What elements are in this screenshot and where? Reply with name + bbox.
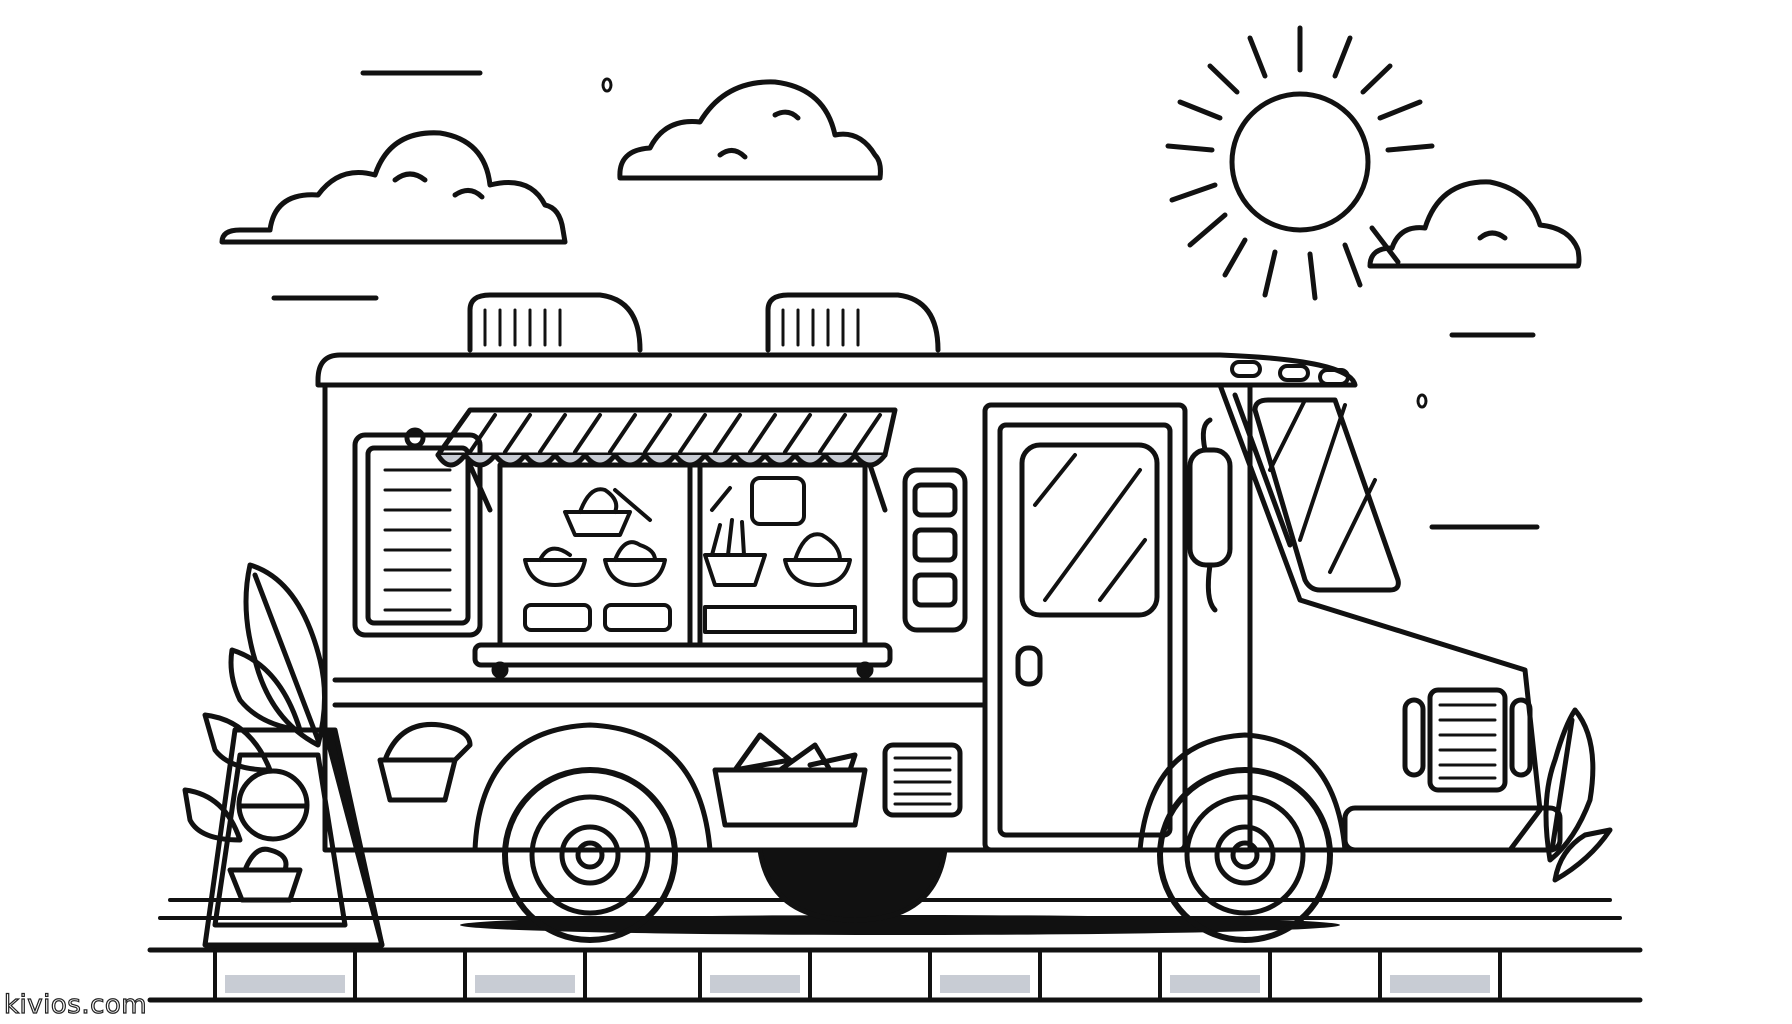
wind-lines [271,70,1540,530]
food-truck [315,292,1563,943]
front-wheel [1157,767,1333,943]
truck-shadow [460,915,1340,935]
side-decals [377,721,963,828]
cloud-right-behind-sun [1367,179,1582,269]
rear-wheel [502,767,678,943]
cloud-center [617,79,883,181]
cloud-left [219,130,568,245]
watermark: kivios.com [3,989,148,1020]
a-frame-sign [202,727,385,948]
window-food-items [523,476,857,634]
leafy-plant-left [182,562,327,843]
leafy-plant-right [1543,707,1613,883]
sun-icon [1165,25,1435,301]
